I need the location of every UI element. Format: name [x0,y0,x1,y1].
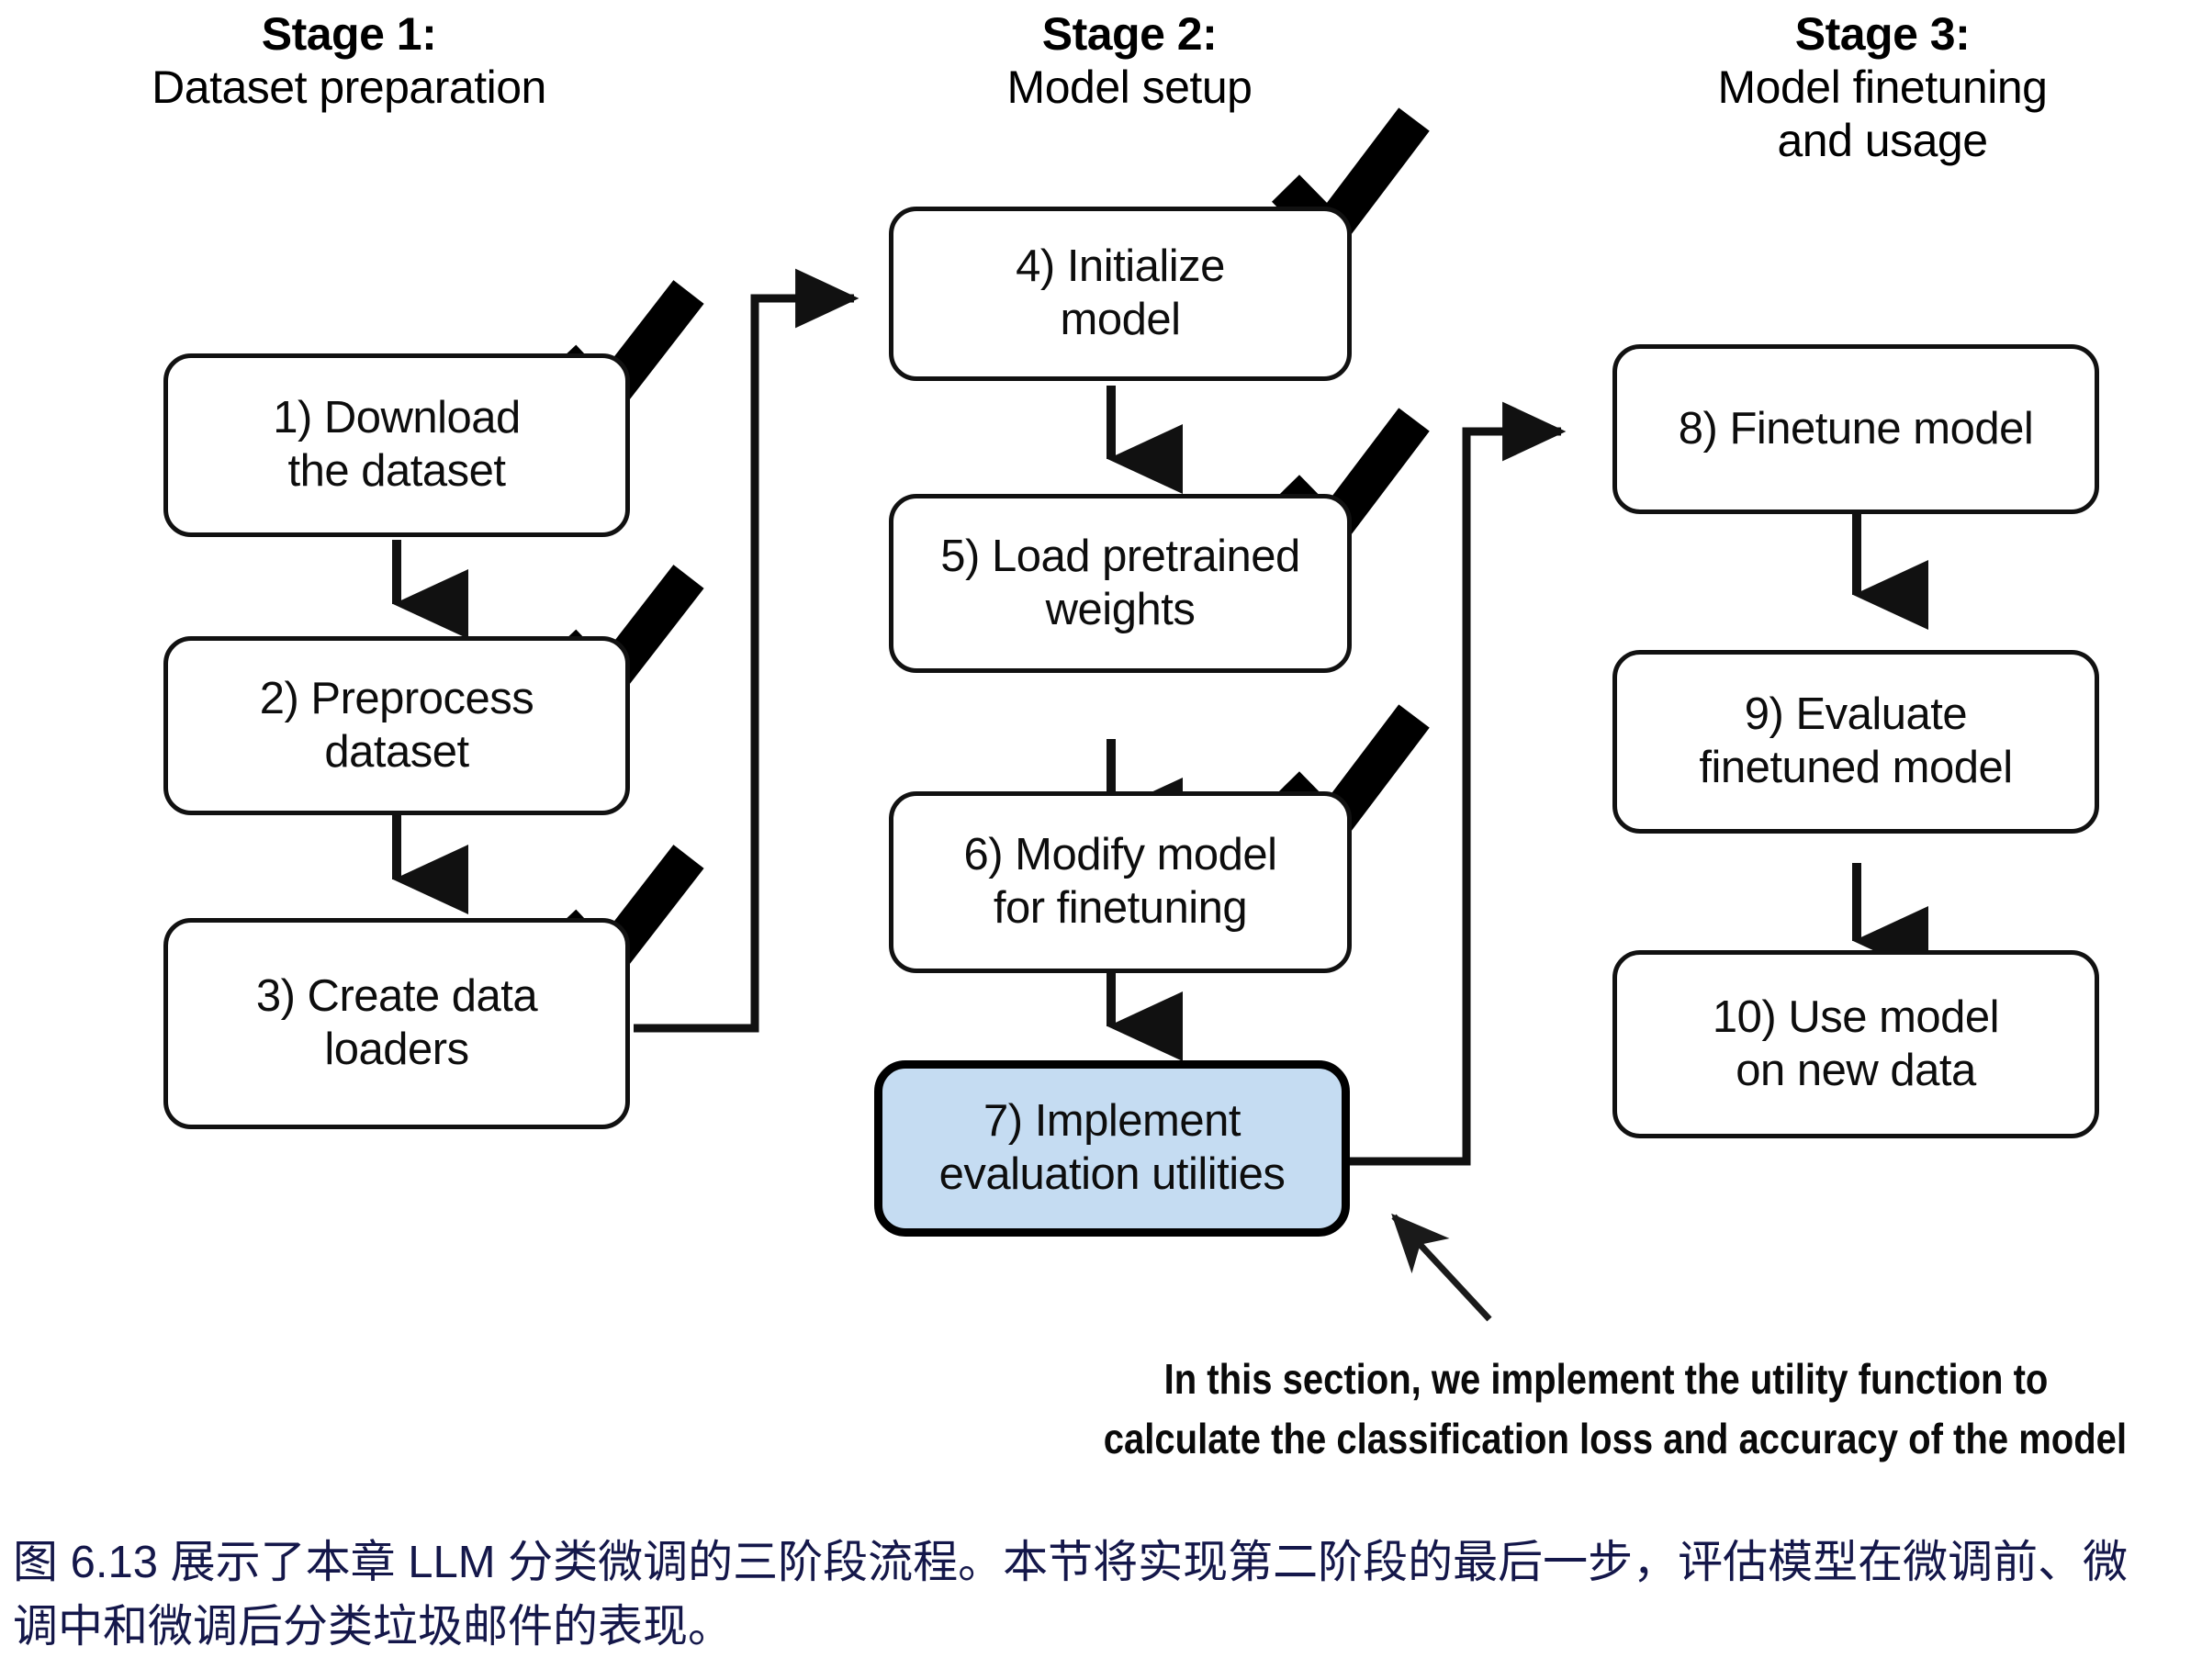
step-node-6-line-2: for finetuning [993,883,1248,933]
annotation-line-2: calculate the classification loss and ac… [1103,1415,2128,1463]
step-node-5-line-1: 5) Load pretrained [940,531,1300,581]
step-node-8[interactable]: 8) Finetune model [1612,344,2099,514]
step-node-5-line-2: weights [1045,584,1196,634]
step-node-4[interactable]: 4) Initialize model [889,207,1352,381]
caption-line-2: 调中和微调后分类垃圾邮件的表现。 [13,1601,734,1652]
step-node-9[interactable]: 9) Evaluate finetuned model [1612,650,2099,834]
step-node-4-line-1: 4) Initialize [1016,241,1225,292]
figure-caption: 图 6.13 展示了本章 LLM 分类微调的三阶段流程。本节将实现第二阶段的最后… [13,1531,2198,1659]
step-node-10-line-2: on new data [1736,1045,1976,1095]
caption-line-1: 图 6.13 展示了本章 LLM 分类微调的三阶段流程。本节将实现第二阶段的最后… [13,1538,2129,1587]
step-node-1-line-2: the dataset [287,446,506,496]
stage-2-subheading: Model setup [1006,62,1253,113]
step-node-7-label: 7) Implement evaluation utilities [939,1095,1286,1202]
step-node-6[interactable]: 6) Modify model for finetuning [889,791,1352,973]
stage-3-subheading-line-2: and usage [1777,115,1988,166]
step-node-9-label: 9) Evaluate finetuned model [1699,689,2013,795]
step-node-2-label: 2) Preprocess dataset [260,673,534,779]
step-node-3-line-1: 3) Create data [255,971,538,1022]
annotation-line-1: In this section, we implement the utilit… [1163,1355,2049,1403]
step-node-7-line-1: 7) Implement [983,1096,1241,1147]
step-node-3-label: 3) Create data loaders [255,970,538,1077]
step-node-6-label: 6) Modify model for finetuning [963,829,1277,935]
step-node-8-line-1: 8) Finetune model [1678,403,2034,454]
stage-3-subheading-line-1: Model finetuning [1717,62,2048,113]
stage-3-heading: Stage 3: [1794,8,1971,60]
step-node-3[interactable]: 3) Create data loaders [163,918,630,1129]
step-node-2-line-1: 2) Preprocess [259,673,534,723]
step-node-2[interactable]: 2) Preprocess dataset [163,636,630,815]
stage-3-title: Stage 3: Model finetuning and usage [1598,7,2167,167]
stage-2-title: Stage 2: Model setup [826,7,1432,114]
step-node-5-label: 5) Load pretrained weights [940,531,1300,637]
step-node-9-line-2: finetuned model [1699,743,2013,792]
step-node-4-label: 4) Initialize model [1016,241,1225,347]
step-node-10-line-1: 10) Use model [1712,991,2000,1042]
connector-stage1-to-stage2 [634,268,859,1033]
stage-1-title: Stage 1: Dataset preparation [37,7,661,114]
stage-1-heading: Stage 1: [261,8,437,60]
step-node-1[interactable]: 1) Download the dataset [163,353,630,537]
stage-2-heading: Stage 2: [1041,8,1218,60]
step-node-7-line-2: evaluation utilities [938,1149,1286,1199]
annotation-text: In this section, we implement the utilit… [1103,1350,2128,1470]
annotation-pointer-arrow [1391,1213,1492,1322]
step-node-10[interactable]: 10) Use model on new data [1612,950,2099,1138]
step-node-9-line-1: 9) Evaluate [1744,689,1968,740]
connector-stage2-to-stage3 [1350,401,1567,1166]
step-node-4-line-2: model [1060,295,1181,344]
step-node-2-line-2: dataset [324,726,469,777]
step-node-5[interactable]: 5) Load pretrained weights [889,494,1352,673]
step-node-1-line-1: 1) Download [273,393,521,443]
step-node-3-line-2: loaders [324,1025,469,1074]
step-node-7[interactable]: 7) Implement evaluation utilities [874,1060,1350,1237]
step-node-6-line-1: 6) Modify model [963,830,1277,880]
step-node-10-label: 10) Use model on new data [1712,991,2000,1098]
stage-1-subheading: Dataset preparation [152,62,546,113]
step-node-1-label: 1) Download the dataset [273,392,521,498]
